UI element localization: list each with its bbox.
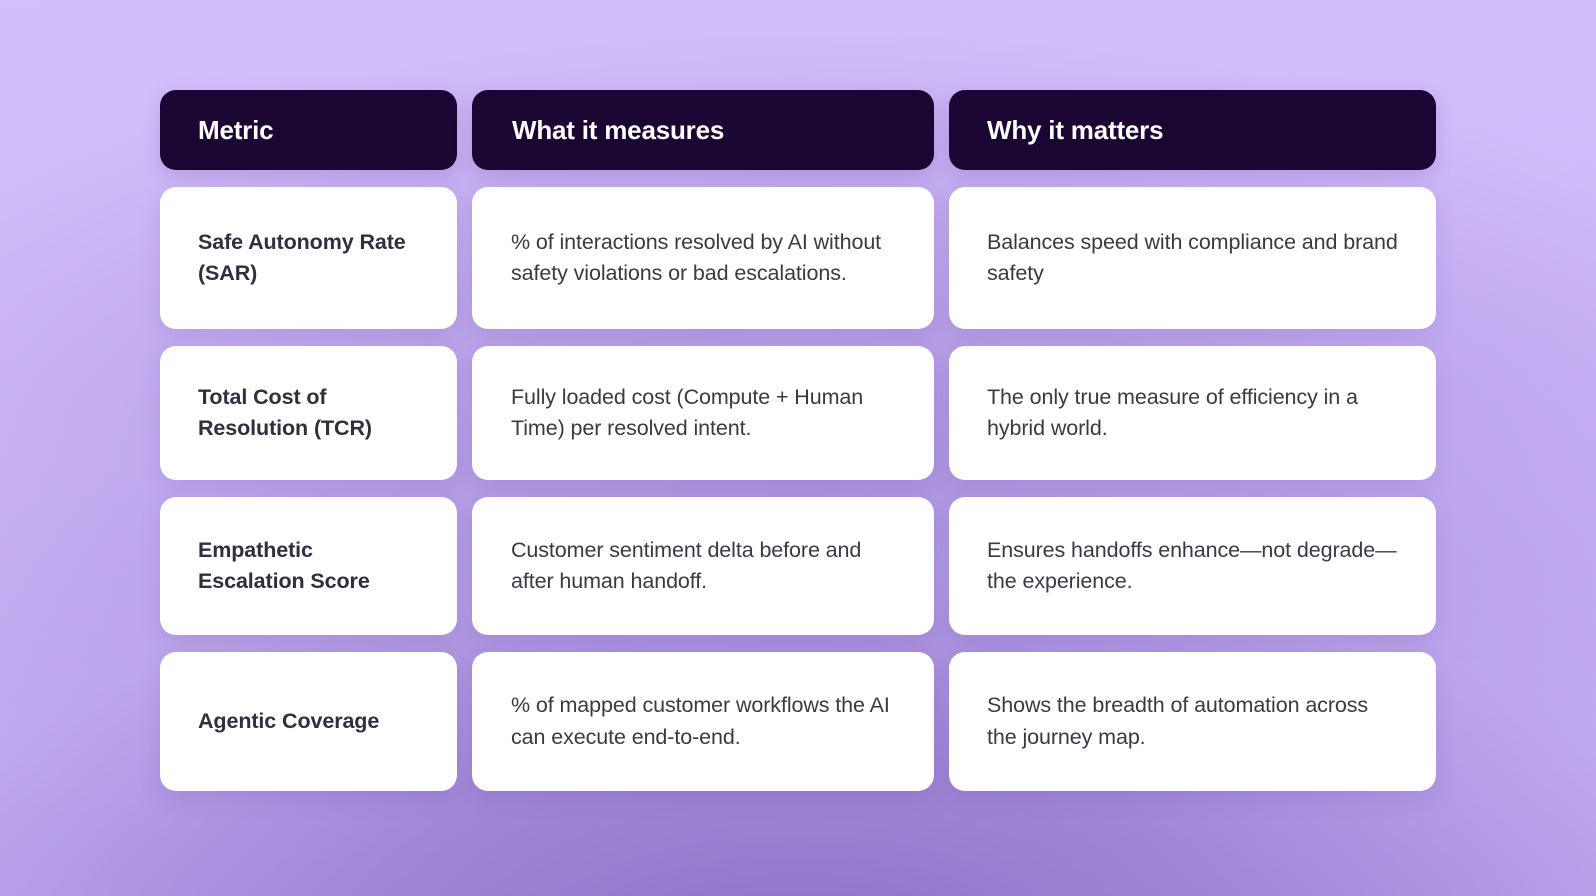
matters-cell: Ensures handoffs enhance—not degrade—the… bbox=[949, 497, 1436, 635]
measures-cell: Fully loaded cost (Compute + Human Time)… bbox=[472, 346, 934, 480]
matters-description: The only true measure of efficiency in a… bbox=[987, 384, 1358, 440]
metric-name: Total Cost of Resolution (TCR) bbox=[198, 385, 372, 440]
table-row: Empathetic Escalation Score Customer sen… bbox=[160, 497, 1436, 635]
metric-cell: Empathetic Escalation Score bbox=[160, 497, 457, 635]
matters-cell: The only true measure of efficiency in a… bbox=[949, 346, 1436, 480]
measures-cell: % of interactions resolved by AI without… bbox=[472, 187, 934, 329]
matters-description: Shows the breadth of automation across t… bbox=[987, 693, 1369, 749]
metric-cell: Total Cost of Resolution (TCR) bbox=[160, 346, 457, 480]
measures-description: % of interactions resolved by AI without… bbox=[511, 229, 882, 285]
matters-description: Ensures handoffs enhance—not degrade—the… bbox=[987, 537, 1397, 593]
table-row: Agentic Coverage % of mapped customer wo… bbox=[160, 652, 1436, 791]
header-label-metric: Metric bbox=[198, 114, 274, 145]
header-label-why-it-matters: Why it matters bbox=[987, 114, 1164, 145]
header-cell-metric: Metric bbox=[160, 90, 457, 170]
header-cell-why-it-matters: Why it matters bbox=[949, 90, 1436, 170]
table-header-row: Metric What it measures Why it matters bbox=[160, 90, 1436, 170]
metric-cell: Agentic Coverage bbox=[160, 652, 457, 791]
measures-description: % of mapped customer workflows the AI ca… bbox=[511, 693, 890, 749]
table-row: Total Cost of Resolution (TCR) Fully loa… bbox=[160, 346, 1436, 480]
measures-description: Customer sentiment delta before and afte… bbox=[511, 537, 862, 593]
comparison-table: Metric What it measures Why it matters S… bbox=[160, 90, 1436, 791]
measures-cell: % of mapped customer workflows the AI ca… bbox=[472, 652, 934, 791]
metric-cell: Safe Autonomy Rate (SAR) bbox=[160, 187, 457, 329]
metric-name: Empathetic Escalation Score bbox=[198, 538, 370, 593]
table-row: Safe Autonomy Rate (SAR) % of interactio… bbox=[160, 187, 1436, 329]
header-label-what-it-measures: What it measures bbox=[512, 114, 725, 145]
metric-name: Agentic Coverage bbox=[198, 709, 380, 734]
matters-description: Balances speed with compliance and brand… bbox=[987, 229, 1398, 285]
measures-cell: Customer sentiment delta before and afte… bbox=[472, 497, 934, 635]
matters-cell: Shows the breadth of automation across t… bbox=[949, 652, 1436, 791]
measures-description: Fully loaded cost (Compute + Human Time)… bbox=[511, 384, 864, 440]
metric-name: Safe Autonomy Rate (SAR) bbox=[198, 230, 406, 285]
header-cell-what-it-measures: What it measures bbox=[472, 90, 934, 170]
matters-cell: Balances speed with compliance and brand… bbox=[949, 187, 1436, 329]
